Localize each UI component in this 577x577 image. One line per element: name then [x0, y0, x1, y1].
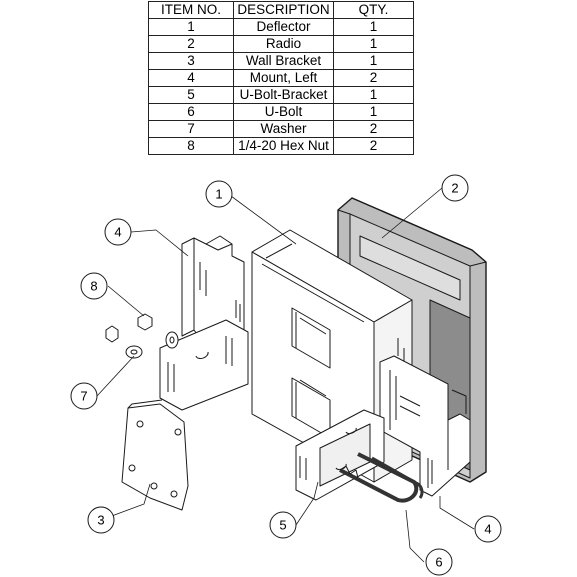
qty-cell: 1: [333, 35, 414, 53]
callout-2: 2: [441, 174, 469, 202]
callout-7: 7: [70, 382, 98, 410]
callout-3: 3: [87, 506, 115, 534]
ubolt-bracket-part: [295, 409, 385, 501]
callout-5: 5: [269, 511, 297, 539]
svg-text:5: 5: [279, 518, 286, 533]
qty-cell: 2: [333, 137, 414, 155]
callout-1: 1: [205, 180, 233, 208]
callout-4-right: 4: [474, 515, 502, 543]
leader-lines: [96, 187, 475, 563]
wall-bracket-part: [121, 399, 189, 511]
svg-text:6: 6: [435, 555, 442, 570]
svg-text:1: 1: [215, 187, 222, 202]
callout-6: 6: [425, 548, 453, 576]
mount-left-part-b: [379, 355, 471, 497]
svg-text:7: 7: [80, 389, 87, 404]
ubolt-part: [339, 452, 424, 503]
description-cell: U-Bolt-Bracket: [233, 86, 334, 104]
callout-8: 8: [80, 272, 108, 300]
callout-balloons: 1 2 4 8 7 3 5 4: [70, 174, 502, 576]
item-no-cell: 8: [148, 137, 234, 155]
svg-text:2: 2: [451, 181, 458, 196]
description-cell: 1/4-20 Hex Nut: [233, 137, 334, 155]
mount-left-part-a: [159, 235, 249, 411]
svg-text:3: 3: [97, 513, 104, 528]
washers-nuts-parts: [105, 313, 179, 359]
svg-text:8: 8: [90, 279, 97, 294]
svg-text:4: 4: [484, 522, 491, 537]
svg-text:4: 4: [114, 225, 121, 240]
callout-4-left: 4: [104, 218, 132, 246]
